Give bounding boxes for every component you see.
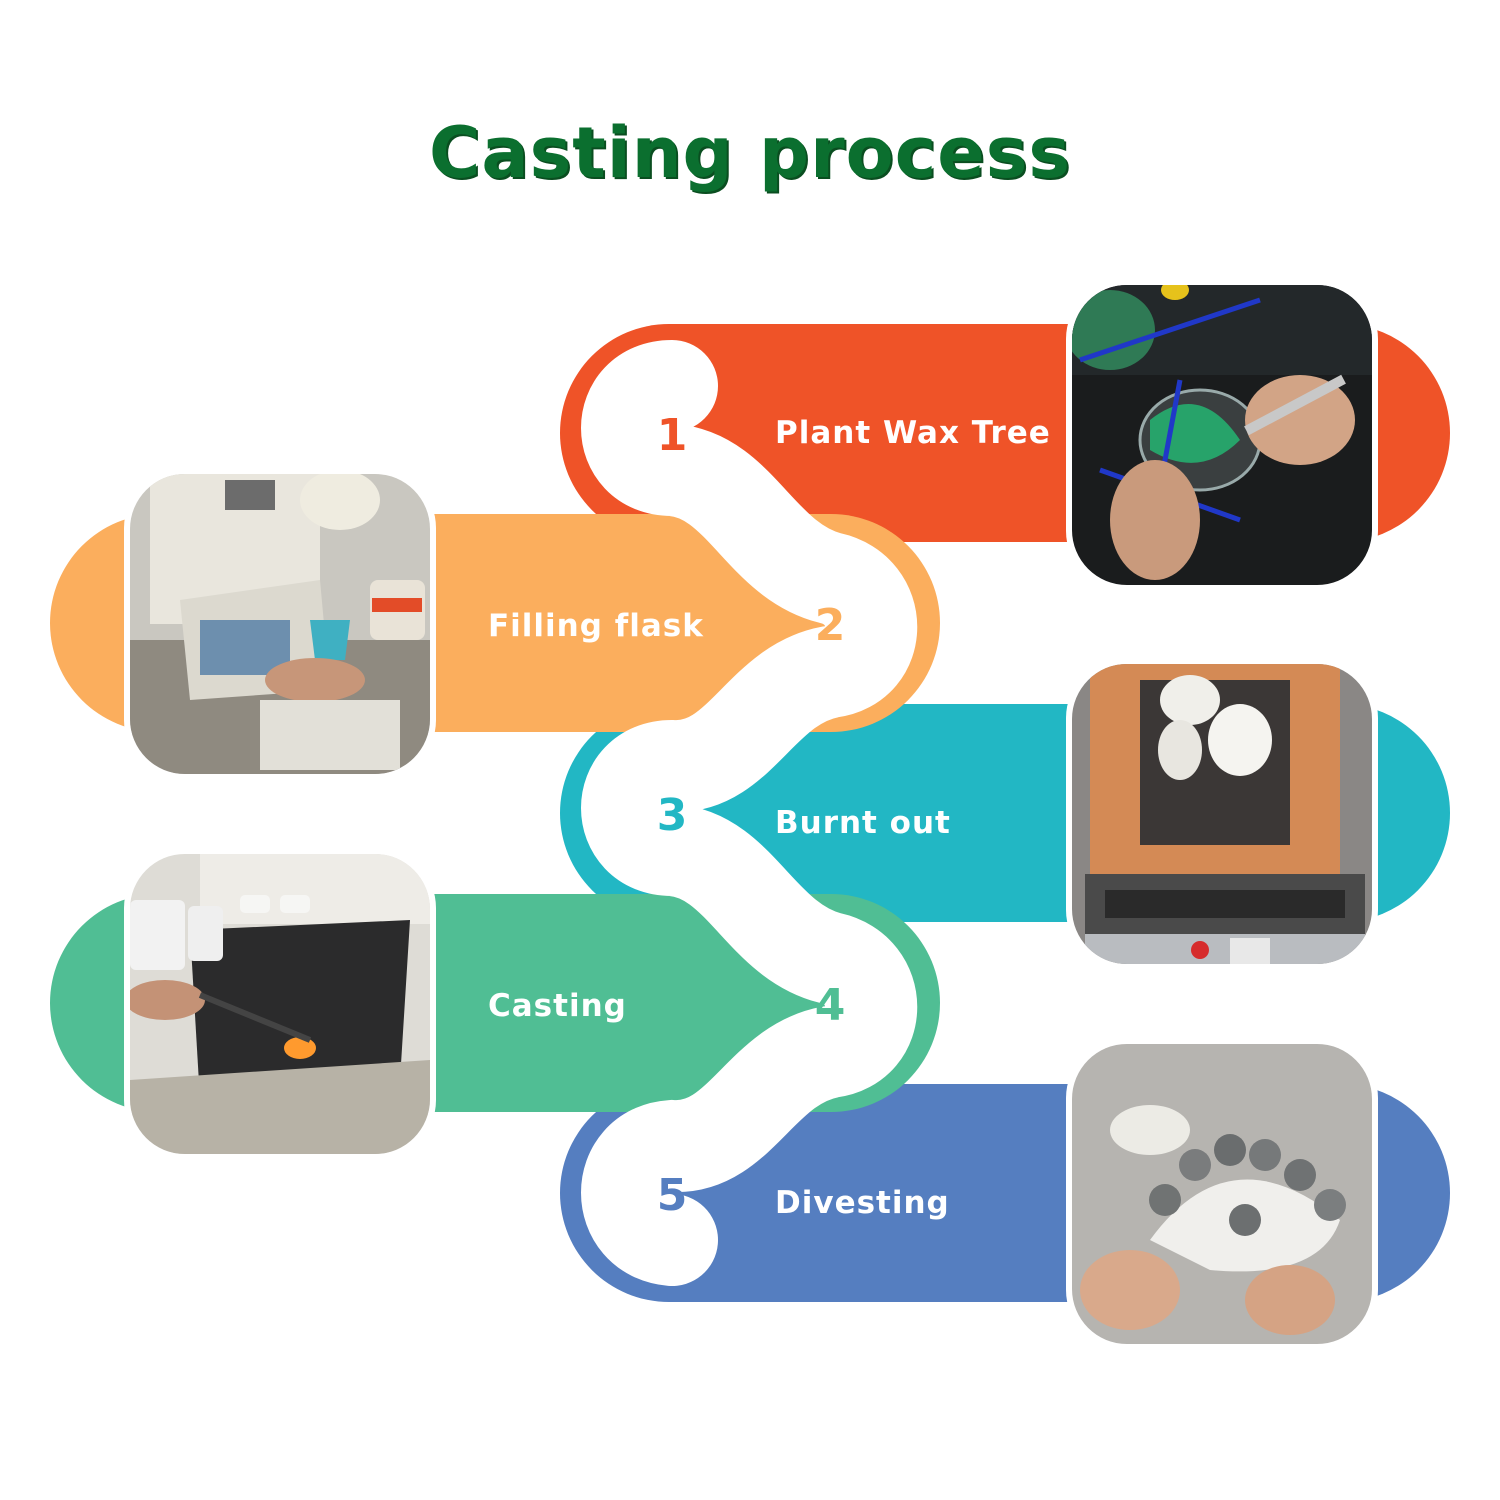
step-3-label: Burnt out <box>775 805 951 841</box>
page-title: Casting process <box>428 112 1072 194</box>
step-3-number: 3 <box>657 790 688 841</box>
burnout-kiln-photo <box>1066 658 1378 970</box>
wax-tree-assembly-photo <box>1066 279 1378 591</box>
step-2-label: Filling flask <box>488 608 704 644</box>
flask-filling-photo <box>124 468 436 780</box>
step-4-label: Casting <box>488 988 627 1024</box>
step-1-label: Plant Wax Tree <box>775 415 1051 451</box>
metal-casting-photo <box>124 848 436 1160</box>
step-1-number: 1 <box>657 410 688 461</box>
step-2-number: 2 <box>815 600 846 651</box>
divested-castings-photo <box>1066 1038 1378 1350</box>
step-4-number: 4 <box>815 980 846 1031</box>
step-5-label: Divesting <box>775 1185 950 1221</box>
snake-connector <box>581 340 918 1286</box>
step-5-number: 5 <box>657 1170 688 1221</box>
